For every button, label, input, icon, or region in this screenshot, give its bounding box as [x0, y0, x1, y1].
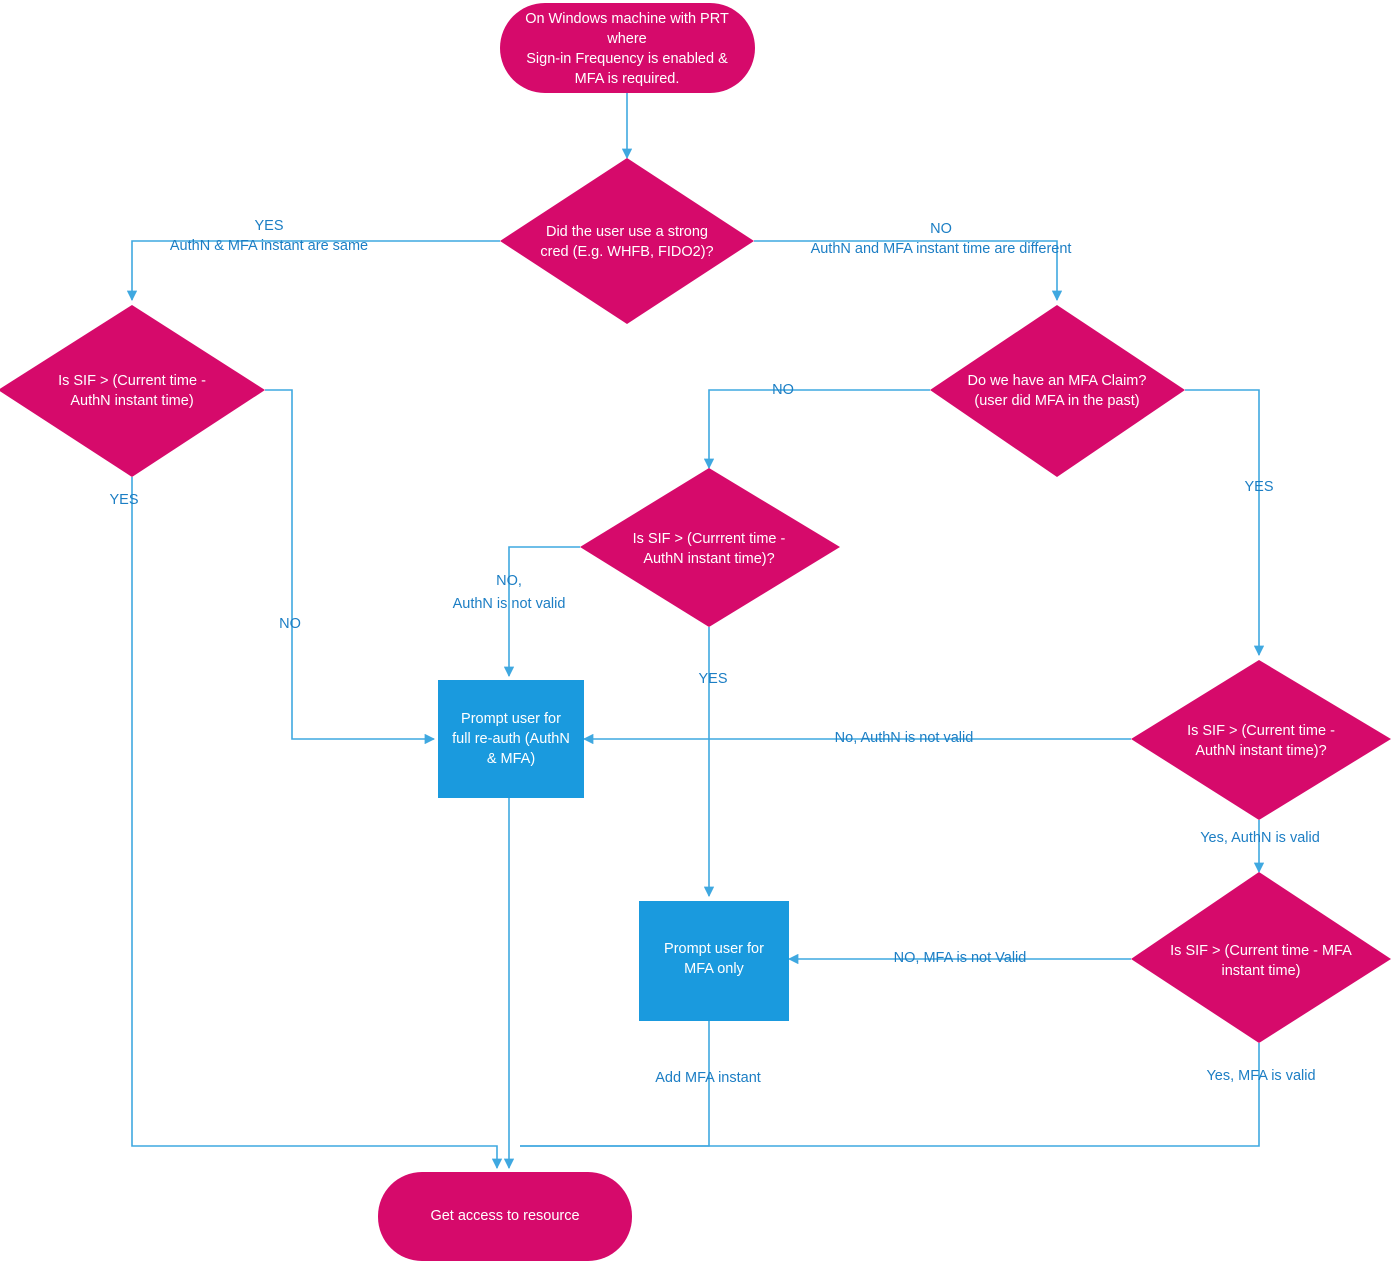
node-sif-authn-right[interactable]: Is SIF > (Current time - AuthN instant t… — [1131, 660, 1391, 820]
start-line-2: where — [606, 31, 647, 47]
sif-mfa-right-line-1: Is SIF > (Current time - MFA — [1170, 943, 1352, 959]
label-strong-cred-no-2: AuthN and MFA instant time are different — [811, 241, 1072, 257]
prompt-full-reauth-shape — [438, 680, 584, 798]
node-prompt-mfa-only[interactable]: Prompt user for MFA only — [639, 901, 789, 1021]
edge-right-mfa-yes — [520, 1043, 1260, 1147]
sif-mfa-right-shape — [1131, 872, 1391, 1043]
mfa-claim-line-1: Do we have an MFA Claim? — [968, 373, 1147, 389]
label-right-authn-no: No, AuthN is not valid — [835, 730, 974, 746]
start-line-1: On Windows machine with PRT — [525, 11, 729, 27]
mfa-claim-line-2: (user did MFA in the past) — [974, 393, 1139, 409]
sif-authn-right-line-2: AuthN instant time)? — [1195, 743, 1326, 759]
end-line-1: Get access to resource — [430, 1208, 579, 1224]
node-prompt-full-reauth[interactable]: Prompt user for full re-auth (AuthN & MF… — [438, 680, 584, 798]
node-mfa-claim[interactable]: Do we have an MFA Claim? (user did MFA i… — [930, 305, 1185, 477]
sif-mfa-right-line-2: instant time) — [1222, 963, 1301, 979]
edge-left-sif-no — [265, 389, 436, 745]
prompt-mfa-only-line-2: MFA only — [684, 961, 744, 977]
end-shape — [378, 1172, 632, 1261]
node-sif-authn-center[interactable]: Is SIF > (Currrent time - AuthN instant … — [580, 468, 840, 627]
label-strong-cred-yes-2: AuthN & MFA instant are same — [170, 238, 368, 254]
sif-authn-center-line-1: Is SIF > (Currrent time - — [633, 531, 786, 547]
label-left-sif-no: NO — [279, 616, 301, 632]
node-sif-mfa-right[interactable]: Is SIF > (Current time - MFA instant tim… — [1131, 872, 1391, 1043]
label-right-authn-yes: Yes, AuthN is valid — [1200, 830, 1320, 846]
prompt-full-reauth-line-3: & MFA) — [487, 751, 535, 767]
edge-left-sif-yes — [131, 477, 503, 1170]
sif-authn-center-shape — [580, 468, 840, 627]
sif-authn-left-line-2: AuthN instant time) — [70, 393, 193, 409]
start-line-4: MFA is required. — [575, 71, 680, 87]
prompt-full-reauth-line-1: Prompt user for — [461, 711, 561, 727]
strong-cred-line-1: Did the user use a strong — [546, 224, 708, 240]
node-sif-authn-left[interactable]: Is SIF > (Current time - AuthN instant t… — [0, 305, 265, 477]
sif-authn-right-shape — [1131, 660, 1391, 820]
label-left-sif-yes: YES — [109, 492, 138, 508]
edge-mfa-only-to-end — [520, 1021, 710, 1147]
edge-strong-cred-no — [754, 240, 1063, 302]
label-right-mfa-no: NO, MFA is not Valid — [894, 950, 1027, 966]
start-shape — [500, 3, 755, 93]
strong-cred-line-2: cred (E.g. WHFB, FIDO2)? — [540, 244, 713, 260]
node-start[interactable]: On Windows machine with PRT where Sign-i… — [500, 3, 755, 93]
sif-authn-left-shape — [0, 305, 265, 477]
label-add-mfa-instant: Add MFA instant — [655, 1070, 761, 1086]
sif-authn-right-line-1: Is SIF > (Current time - — [1187, 723, 1335, 739]
node-end[interactable]: Get access to resource — [378, 1172, 632, 1261]
label-center-sif-no-1: NO, — [496, 573, 522, 589]
start-line-3: Sign-in Frequency is enabled & — [526, 51, 728, 67]
strong-cred-shape — [500, 158, 754, 324]
prompt-full-reauth-line-2: full re-auth (AuthN — [452, 731, 570, 747]
label-right-mfa-yes: Yes, MFA is valid — [1206, 1068, 1315, 1084]
label-mfa-claim-yes: YES — [1244, 479, 1273, 495]
prompt-mfa-only-shape — [639, 901, 789, 1021]
edge-center-sif-no — [503, 546, 580, 678]
mfa-claim-shape — [930, 305, 1185, 477]
label-mfa-claim-no: NO — [772, 382, 794, 398]
label-strong-cred-yes-1: YES — [254, 218, 283, 234]
prompt-mfa-only-line-1: Prompt user for — [664, 941, 764, 957]
edge-strong-cred-yes — [126, 240, 500, 302]
label-center-sif-yes: YES — [698, 671, 727, 687]
label-strong-cred-no-1: NO — [930, 221, 952, 237]
edge-mfa-claim-yes — [1185, 389, 1265, 657]
edge-mfa-claim-no — [703, 389, 930, 470]
label-center-sif-no-2: AuthN is not valid — [453, 596, 566, 612]
sif-authn-left-line-1: Is SIF > (Current time - — [58, 373, 206, 389]
sif-authn-center-line-2: AuthN instant time)? — [643, 551, 774, 567]
node-strong-cred[interactable]: Did the user use a strong cred (E.g. WHF… — [500, 158, 754, 324]
